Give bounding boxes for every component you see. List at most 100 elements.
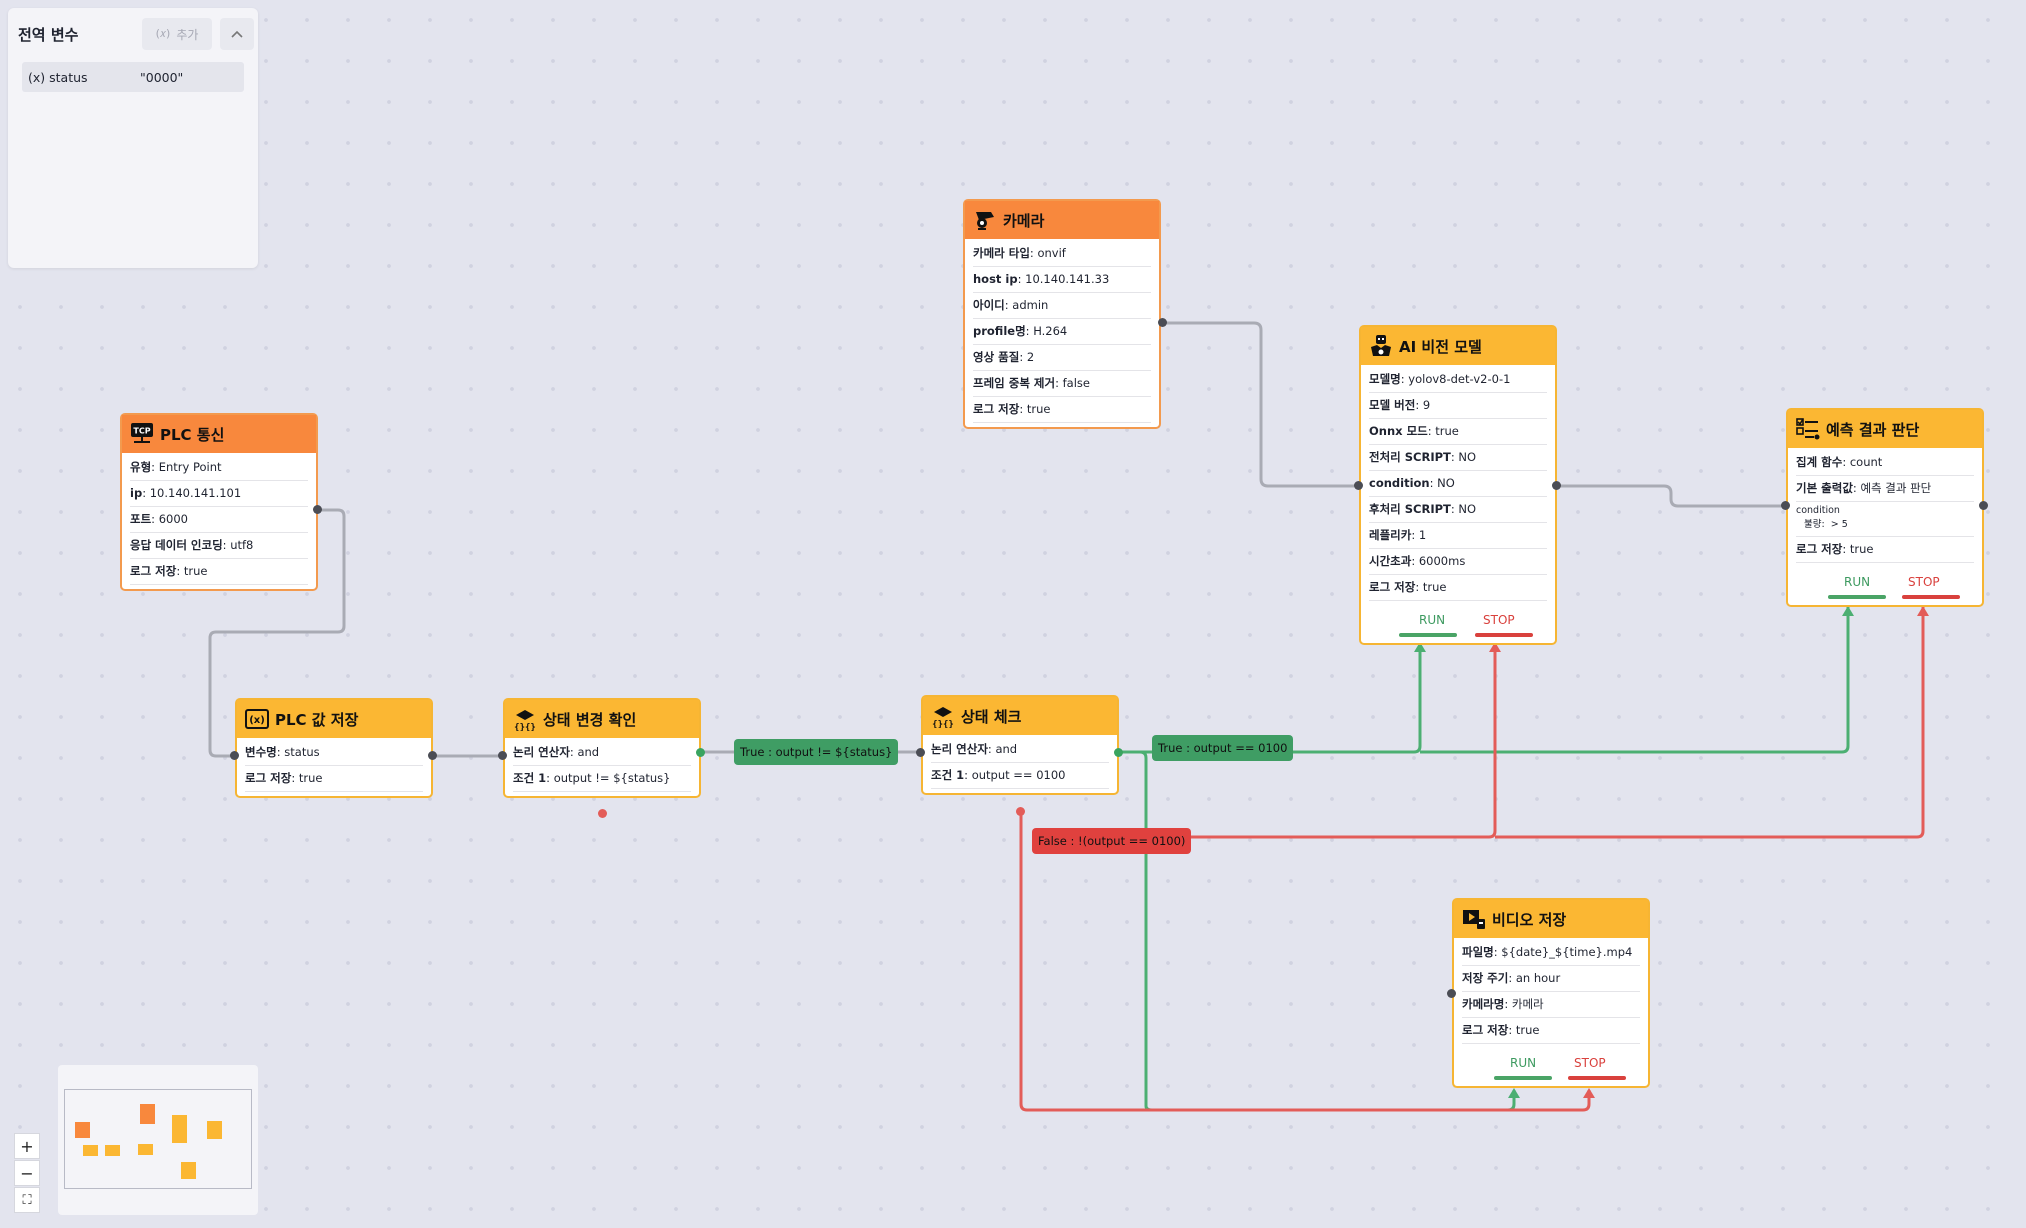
minimap-node: [172, 1115, 187, 1143]
output-handle[interactable]: [1979, 501, 1988, 510]
run-handle[interactable]: [1828, 595, 1886, 599]
stop-handle[interactable]: [1902, 595, 1960, 599]
node-property: profile명: H.264: [973, 319, 1151, 345]
node-property: 변수명: status: [245, 740, 423, 766]
variable-icon: (x): [245, 709, 269, 729]
output-handle[interactable]: [1552, 481, 1561, 490]
edge-camera-to-ai-model: [1163, 321, 1359, 488]
input-handle[interactable]: [1447, 989, 1456, 998]
node-property: 카메라 타입: onvif: [973, 241, 1151, 267]
node-property: 모델명: yolov8-det-v2-0-1: [1369, 367, 1547, 393]
node-video-save[interactable]: 비디오 저장 파일명: ${date}_${time}.mp4 저장 주기: a…: [1452, 898, 1650, 1088]
minimap-node: [75, 1122, 90, 1138]
minimap-node: [181, 1162, 196, 1179]
node-property: 전처리 SCRIPT: NO: [1369, 445, 1547, 471]
node-property: 조건 1: output != ${status}: [513, 766, 691, 792]
condition-label: condition: [1796, 505, 1840, 516]
zoom-in-button[interactable]: +: [14, 1133, 40, 1159]
node-property: 조건 1: output == 0100: [931, 763, 1109, 789]
node-state-change-check[interactable]: {}{} 상태 변경 확인 논리 연산자: and 조건 1: output !…: [503, 698, 701, 798]
node-property: 기본 출력값: 예측 결과 판단: [1796, 476, 1974, 502]
svg-text:TCP: TCP: [133, 427, 150, 436]
output-handle[interactable]: [1158, 318, 1167, 327]
node-property: 논리 연산자: and: [513, 740, 691, 766]
false-output-handle[interactable]: [598, 809, 607, 818]
edge-label-state-check-true[interactable]: True : output == 0100: [1152, 735, 1294, 761]
true-output-handle[interactable]: [1114, 748, 1123, 757]
run-label: RUN: [1844, 575, 1871, 589]
add-variable-button[interactable]: (𝑥) 추가: [142, 18, 212, 50]
node-property: 유형: Entry Point: [130, 455, 308, 481]
minus-icon: −: [20, 1163, 34, 1183]
input-handle[interactable]: [1781, 501, 1790, 510]
plus-icon: +: [20, 1136, 34, 1156]
global-variable-value: "0000": [140, 70, 184, 85]
stop-handle[interactable]: [1475, 633, 1533, 637]
input-handle[interactable]: [230, 751, 239, 760]
run-handle[interactable]: [1494, 1076, 1552, 1080]
node-property: 포트: 6000: [130, 507, 308, 533]
input-handle[interactable]: [1354, 481, 1363, 490]
tcp-icon: TCP: [131, 423, 153, 443]
node-title: 카메라: [1003, 211, 1045, 230]
fit-view-button[interactable]: ⛶: [14, 1187, 40, 1213]
output-handle[interactable]: [428, 751, 437, 760]
minimap-node: [140, 1104, 155, 1124]
node-plc-value-save[interactable]: (x) PLC 값 저장 변수명: status 로그 저장: true: [235, 698, 433, 798]
node-title: PLC 통신: [160, 425, 225, 444]
node-property: 로그 저장: true: [245, 766, 423, 792]
node-plc-communication[interactable]: TCP PLC 통신 유형: Entry Point ip: 10.140.14…: [120, 413, 318, 591]
node-title: 비디오 저장: [1492, 910, 1567, 929]
stop-label: STOP: [1574, 1056, 1606, 1070]
variable-icon: (𝑥): [155, 27, 171, 40]
node-title: 상태 체크: [961, 707, 1022, 726]
minimap-viewport: [64, 1089, 252, 1189]
json-condition-icon: {}{}: [514, 710, 536, 731]
node-title: 상태 변경 확인: [543, 710, 637, 729]
global-variables-panel: 전역 변수 (𝑥) 추가 (x) status "0000": [8, 8, 258, 268]
node-property: 응답 데이터 인코딩: utf8: [130, 533, 308, 559]
global-variable-row[interactable]: (x) status "0000": [22, 62, 244, 92]
condition-value: > 5: [1830, 519, 1848, 530]
node-prediction-judgment[interactable]: 예측 결과 판단 집계 함수: count 기본 출력값: 예측 결과 판단 c…: [1786, 408, 1984, 607]
node-state-check[interactable]: {}{} 상태 체크 논리 연산자: and 조건 1: output == 0…: [921, 695, 1119, 795]
checklist-icon: [1796, 418, 1820, 440]
true-output-handle[interactable]: [696, 748, 705, 757]
minimap[interactable]: [58, 1065, 258, 1215]
stop-handle[interactable]: [1568, 1076, 1626, 1080]
minimap-node: [83, 1145, 98, 1156]
false-output-handle[interactable]: [1016, 807, 1025, 816]
svg-text:(x): (x): [249, 715, 265, 726]
json-condition-icon: {}{}: [932, 707, 954, 728]
run-label: RUN: [1510, 1056, 1537, 1070]
ai-vision-icon: [1371, 335, 1391, 356]
video-save-icon: [1463, 910, 1485, 929]
zoom-out-button[interactable]: −: [14, 1160, 40, 1186]
node-property: 로그 저장: true: [1369, 575, 1547, 601]
node-property: 후처리 SCRIPT: NO: [1369, 497, 1547, 523]
input-handle[interactable]: [498, 751, 507, 760]
input-handle[interactable]: [916, 748, 925, 757]
node-property: 로그 저장: true: [130, 559, 308, 585]
edge-label-state-change-true[interactable]: True : output != ${status}: [734, 739, 899, 765]
output-handle[interactable]: [313, 505, 322, 514]
collapse-panel-button[interactable]: [220, 18, 254, 50]
run-label: RUN: [1419, 613, 1446, 627]
node-ai-vision-model[interactable]: AI 비전 모델 모델명: yolov8-det-v2-0-1 모델 버전: 9…: [1359, 325, 1557, 645]
node-property: 저장 주기: an hour: [1462, 966, 1640, 992]
run-stop-handles: RUN STOP: [1462, 1044, 1640, 1082]
edge-label-state-check-false[interactable]: False : !(output == 0100): [1032, 828, 1192, 854]
condition-key: 불량: [1804, 519, 1822, 530]
node-property: 레플리카: 1: [1369, 523, 1547, 549]
minimap-node: [105, 1145, 120, 1156]
edge-state-check-false-to-predict-stop: [1495, 606, 1925, 839]
run-handle[interactable]: [1399, 633, 1457, 637]
node-property: 로그 저장: true: [1462, 1018, 1640, 1044]
node-property: 논리 연산자: and: [931, 737, 1109, 763]
global-variables-title: 전역 변수: [18, 26, 79, 44]
node-property: Onnx 모드: true: [1369, 419, 1547, 445]
node-camera[interactable]: 카메라 카메라 타입: onvif host ip: 10.140.141.33…: [963, 199, 1161, 429]
node-property: 프레임 중복 제거: false: [973, 371, 1151, 397]
node-title: PLC 값 저장: [275, 710, 359, 729]
node-property: 모델 버전: 9: [1369, 393, 1547, 419]
